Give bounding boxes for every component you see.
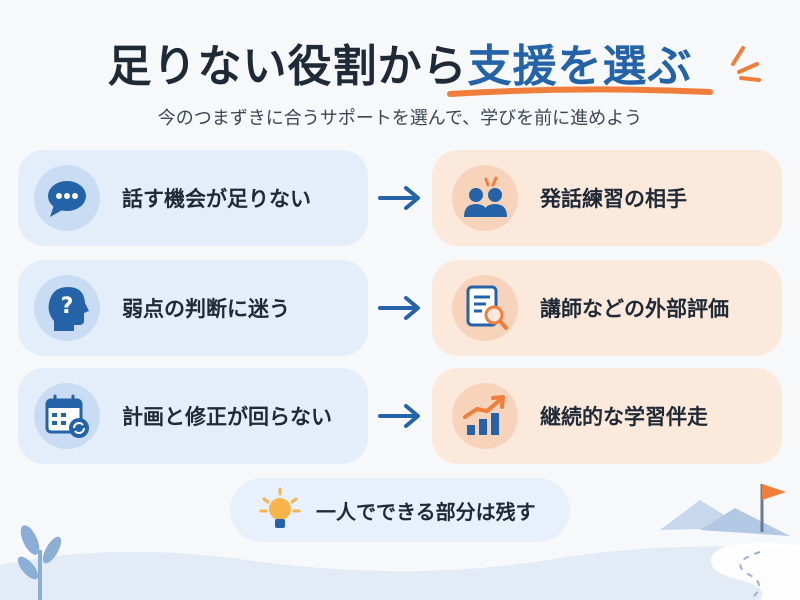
landscape-illustration (0, 484, 800, 600)
bottom-note-label: 一人でできる部分は残す (316, 499, 536, 524)
problem-label-3: 計画と修正が回らない (122, 405, 332, 429)
title-underline (447, 86, 713, 97)
sparkle-icon (731, 46, 761, 82)
calendar-refresh-icon (34, 383, 100, 449)
title-accent: 支援を選ぶ (467, 41, 693, 92)
title-main: 足りない役割から (107, 41, 468, 92)
head-question-icon: ? (34, 275, 100, 341)
problem-card-2: ? 弱点の判断に迷う (18, 260, 368, 356)
svg-text:?: ? (61, 294, 74, 319)
document-search-icon (452, 275, 518, 341)
solution-card-3: 継続的な学習伴走 (432, 368, 782, 464)
problem-label-1: 話す機会が足りない (122, 187, 311, 211)
problem-label-2: 弱点の判断に迷う (122, 297, 290, 321)
solution-label-3: 継続的な学習伴走 (540, 405, 708, 429)
lightbulb-icon (259, 487, 301, 528)
arrow-icon (378, 404, 420, 428)
arrow-icon (378, 186, 420, 210)
growth-chart-icon (452, 383, 518, 449)
solution-card-1: 発話練習の相手 (432, 150, 782, 246)
problem-card-1: 話す機会が足りない (18, 150, 368, 246)
chat-bubble-icon (34, 165, 100, 231)
people-icon (452, 165, 518, 231)
plant-icon (17, 525, 62, 600)
bottom-note-pill: 一人でできる部分は残す (230, 478, 570, 542)
problem-card-3: 計画と修正が回らない (18, 368, 368, 464)
arrow-icon (378, 296, 420, 320)
page-title: 足りない役割から支援を選ぶ (0, 30, 800, 94)
solution-card-2: 講師などの外部評価 (432, 260, 782, 356)
solution-label-1: 発話練習の相手 (540, 187, 687, 211)
subtitle: 今のつまずきに合うサポートを選んで、学びを前に進めよう (157, 108, 643, 129)
solution-label-2: 講師などの外部評価 (540, 297, 729, 321)
